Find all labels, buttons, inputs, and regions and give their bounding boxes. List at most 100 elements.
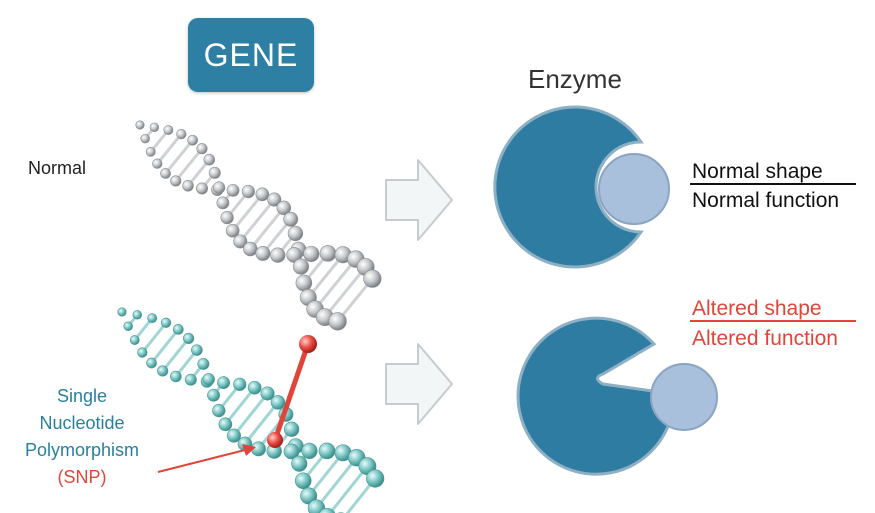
dna-bead xyxy=(202,373,215,386)
dna-bead xyxy=(149,122,160,133)
snp-highlight-icon xyxy=(267,335,317,448)
dna-rung xyxy=(323,266,367,319)
altered-divider xyxy=(690,320,856,322)
dna-rung xyxy=(249,206,285,250)
dna-bead xyxy=(197,357,210,370)
gene-label-box: GENE xyxy=(188,18,314,92)
dna-rung xyxy=(315,456,358,510)
snp-line-1: Single xyxy=(56,386,108,406)
dna-bead xyxy=(319,245,337,262)
dna-bead xyxy=(170,370,182,383)
dna-bead xyxy=(318,442,336,460)
dna-bead xyxy=(220,210,234,225)
dna-bead xyxy=(117,307,127,317)
gene-label: GENE xyxy=(203,36,299,73)
dna-bead xyxy=(157,365,169,377)
dna-bead xyxy=(226,428,241,443)
dna-bead xyxy=(216,196,230,210)
dna-bead xyxy=(212,181,226,194)
dna-bead xyxy=(208,166,221,179)
dna-helix-snp-icon xyxy=(117,307,385,513)
dna-bead xyxy=(196,143,208,155)
dna-bead xyxy=(270,247,286,263)
dna-rung xyxy=(164,139,194,175)
snp-abbreviation: (SNP) xyxy=(57,467,107,487)
dna-rung xyxy=(336,277,374,323)
dna-rung xyxy=(174,147,204,182)
dna-rung xyxy=(328,465,369,513)
normal-divider xyxy=(690,183,856,185)
dna-bead xyxy=(294,472,312,490)
dna-bead xyxy=(241,184,255,199)
dna-bead xyxy=(207,388,220,402)
dna-bead xyxy=(255,245,271,261)
dna-bead xyxy=(319,507,336,513)
dna-bead xyxy=(203,153,216,166)
dna-bead xyxy=(243,241,258,257)
dna-rung xyxy=(239,198,276,243)
dna-bead xyxy=(147,313,158,324)
dna-bead xyxy=(295,274,313,292)
dna-bead xyxy=(146,357,157,369)
dna-bead xyxy=(196,182,209,195)
dna-bead xyxy=(303,245,320,262)
dna-bead xyxy=(212,403,226,418)
dna-bead xyxy=(225,223,240,238)
normal-shape-text: Normal shape xyxy=(692,160,823,183)
substrate-altered-icon xyxy=(650,363,718,431)
dna-bead xyxy=(160,168,171,179)
dna-rung xyxy=(313,258,357,311)
dna-bead xyxy=(267,192,282,207)
dna-bead xyxy=(233,377,247,391)
dna-bead xyxy=(137,347,148,358)
dna-rung xyxy=(307,451,345,497)
dna-bead xyxy=(135,120,145,130)
dna-bead xyxy=(145,146,156,157)
dna-bead xyxy=(172,324,184,335)
dna-bead xyxy=(184,373,197,386)
enzyme-normal-icon xyxy=(493,105,644,269)
snp-line-3: Polymorphism xyxy=(24,440,140,460)
dna-bead xyxy=(276,200,292,216)
dna-rung xyxy=(150,328,180,364)
substrate-normal-icon xyxy=(598,153,670,225)
dna-bead xyxy=(287,225,304,242)
dna-bead xyxy=(217,376,230,390)
dna-rung xyxy=(224,386,256,426)
dna-bead xyxy=(160,317,172,328)
dna-bead xyxy=(260,386,275,401)
dna-bead xyxy=(366,469,385,488)
dna-rung xyxy=(161,337,190,372)
dna-rung xyxy=(243,401,280,445)
dna-bead xyxy=(270,395,286,410)
dna-bead xyxy=(283,443,300,460)
dna-bead xyxy=(187,134,198,146)
dna-bead xyxy=(300,487,318,505)
dna-bead xyxy=(363,269,382,288)
snp-line-2: Nucleotide xyxy=(39,413,125,433)
dna-bead xyxy=(291,455,308,472)
snp-pointer-arrow-icon xyxy=(157,444,256,473)
dna-bead xyxy=(218,417,233,432)
dna-bead xyxy=(163,125,174,135)
dna-helix-normal-icon xyxy=(135,120,382,331)
dna-rung xyxy=(156,133,183,165)
dna-bead xyxy=(233,234,248,249)
dna-bead xyxy=(226,183,240,197)
dna-bead xyxy=(292,258,310,275)
dna-rung xyxy=(345,477,377,513)
dna-rung xyxy=(307,253,345,299)
dna-bead xyxy=(176,128,187,140)
dna-bead xyxy=(283,211,299,227)
dna-rung xyxy=(231,193,264,232)
dna-bead xyxy=(129,335,140,345)
block-arrow-top-icon xyxy=(385,159,453,241)
dna-rung xyxy=(232,392,269,437)
normal-function-text: Normal function xyxy=(692,189,840,212)
block-arrow-bottom-icon xyxy=(385,343,453,425)
dna-bead xyxy=(132,310,142,320)
dna-bead xyxy=(123,321,133,331)
dna-bead xyxy=(182,180,194,192)
dna-bead xyxy=(152,158,163,169)
